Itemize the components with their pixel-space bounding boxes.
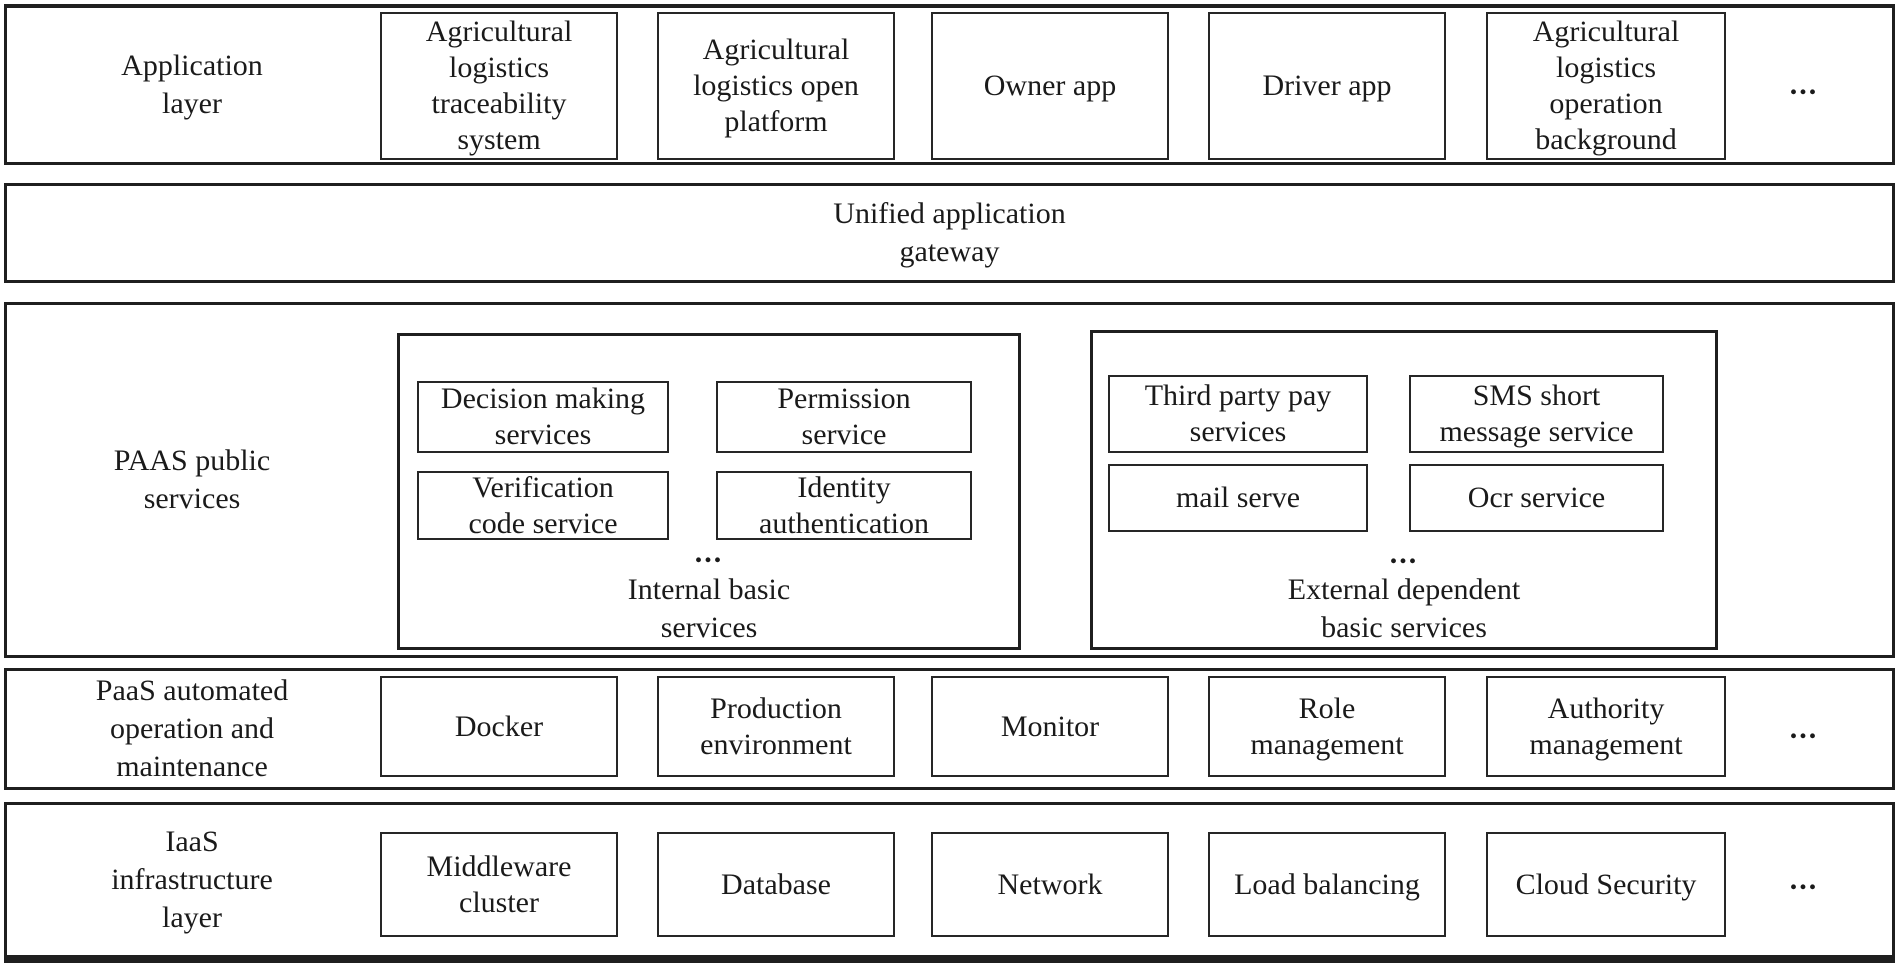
- node-owner-app: Owner app: [931, 12, 1169, 160]
- layer-label-application: Application layer: [121, 49, 263, 120]
- layer-band-gateway: Unified application gateway: [4, 183, 1895, 283]
- ellipsis-external-dependent-basic-services: ...: [1389, 537, 1419, 570]
- ellipsis-paas-operation-maintenance: ...: [1789, 712, 1819, 745]
- node-verification-code-service: Verification code service: [417, 471, 669, 540]
- caption-internal-basic-services: Internal basic services: [627, 573, 791, 644]
- layer-band-iaas-infrastructure: IaaS infrastructure layer Middleware clu…: [4, 802, 1895, 963]
- ellipsis-application-layer: ...: [1789, 68, 1819, 101]
- node-monitor: Monitor: [931, 676, 1169, 777]
- group-external-dependent-basic-services: Third party pay services SMS short messa…: [1090, 330, 1718, 650]
- node-cloud-security: Cloud Security: [1486, 832, 1726, 937]
- node-load-balancing: Load balancing: [1208, 832, 1446, 937]
- node-identity-authentication: Identity authentication: [716, 471, 972, 540]
- node-production-environment: Production environment: [657, 676, 895, 777]
- node-authority-management: Authority management: [1486, 676, 1726, 777]
- node-middleware-cluster: Middleware cluster: [380, 832, 618, 937]
- layer-label-paas-public-services: PAAS public services: [113, 444, 271, 515]
- node-third-party-pay-services: Third party pay services: [1108, 375, 1368, 453]
- ellipsis-iaas-infrastructure: ...: [1789, 863, 1819, 896]
- node-mail-serve: mail serve: [1108, 464, 1368, 532]
- node-database: Database: [657, 832, 895, 937]
- node-agricultural-logistics-open-platform: Agricultural logistics open platform: [657, 12, 895, 160]
- node-sms-short-message-service: SMS short message service: [1409, 375, 1664, 453]
- node-driver-app: Driver app: [1208, 12, 1446, 160]
- layer-band-paas-public-services: PAAS public services Decision making ser…: [4, 302, 1895, 658]
- node-agricultural-logistics-operation-background: Agricultural logistics operation backgro…: [1486, 12, 1726, 160]
- node-agricultural-logistics-traceability-system: Agricultural logistics traceability syst…: [380, 12, 618, 160]
- layer-label-paas-operation-maintenance: PaaS automated operation and maintenance: [95, 674, 289, 783]
- layer-band-paas-operation-maintenance: PaaS automated operation and maintenance…: [4, 668, 1895, 790]
- node-docker: Docker: [380, 676, 618, 777]
- node-network: Network: [931, 832, 1169, 937]
- caption-external-dependent-basic-services: External dependent basic services: [1287, 573, 1521, 644]
- node-ocr-service: Ocr service: [1409, 464, 1664, 532]
- node-permission-service: Permission service: [716, 381, 972, 453]
- layer-band-application: Application layer Agricultural logistics…: [4, 4, 1895, 165]
- node-role-management: Role management: [1208, 676, 1446, 777]
- ellipsis-internal-basic-services: ...: [694, 536, 724, 569]
- group-internal-basic-services: Decision making services Permission serv…: [397, 333, 1021, 650]
- layer-label-iaas-infrastructure: IaaS infrastructure layer: [111, 825, 273, 934]
- node-decision-making-services: Decision making services: [417, 381, 669, 453]
- gateway-label: Unified application gateway: [833, 197, 1066, 268]
